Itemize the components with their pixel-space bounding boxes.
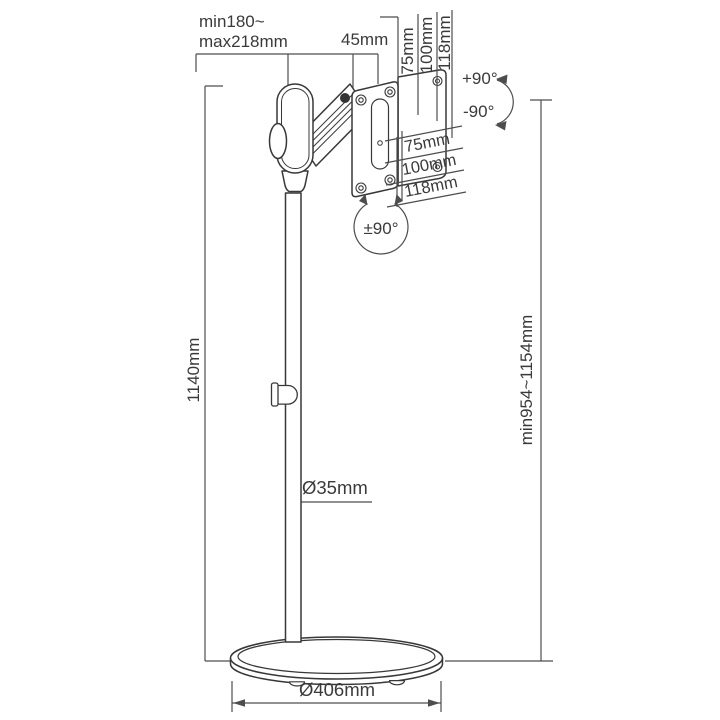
dim-label-rotate-range: ±90°: [363, 219, 399, 238]
cable-clip: [270, 382, 298, 407]
dim-label-height-range: min954~1154mm: [517, 314, 536, 446]
base-dimension-arrowheads: [233, 699, 440, 707]
dim-label-45mm: 45mm: [341, 30, 389, 49]
vesa-back-bracket: [397, 69, 447, 187]
dim-label-pole-height: 1140mm: [184, 337, 203, 403]
swivel-arrow-icon: [496, 79, 514, 125]
vesa-side-dimension-line: [384, 125, 463, 142]
adjustment-knob: [268, 122, 288, 160]
dim-label-arm-range-line2: max218mm: [199, 32, 288, 51]
dim-label-vesa-top-118: 118mm: [435, 15, 454, 71]
dim-label-pole-diameter: Ø35mm: [302, 477, 368, 498]
pole: [284, 192, 302, 643]
floor-stand-drawing: [229, 69, 447, 687]
base-foot: [388, 680, 406, 686]
dim-label-arm-range-line1: min180~: [199, 12, 265, 31]
vesa-center-slot: [370, 98, 390, 170]
dim-label-swivel-minus: -90°: [463, 102, 495, 121]
dim-label-swivel-plus: +90°: [462, 69, 498, 88]
dim-label-base-diameter: Ø406mm: [298, 679, 376, 700]
vesa-plate: [351, 81, 399, 198]
arm-pivot-screw: [340, 93, 350, 103]
rotation-arrow-icon: [353, 203, 409, 255]
arc-arrowheads: [359, 74, 508, 205]
vesa-mount-holes: [355, 86, 396, 194]
dim-label-vesa-top-75: 75mm: [398, 27, 417, 75]
base-foot: [288, 681, 306, 687]
dimension-lines-front: [353, 10, 514, 255]
base-disc: [229, 636, 444, 687]
dim-label-vesa-top-100: 100mm: [417, 16, 436, 74]
pole-neck: [281, 170, 309, 193]
